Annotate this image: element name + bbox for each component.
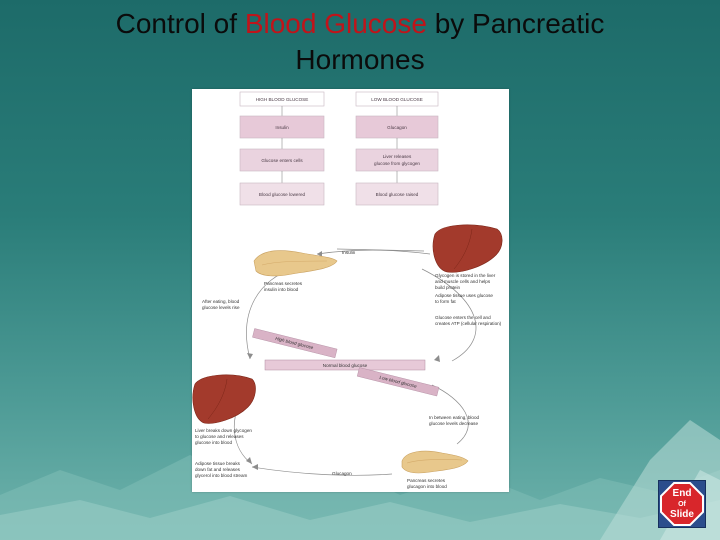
title-highlight: Blood Glucose xyxy=(244,8,427,39)
left-column-boxes: HIGH BLOOD GLUCOSE Insulin Glucose enter… xyxy=(239,91,325,206)
box-liver-releases-2: glucose from glycogen xyxy=(374,161,420,166)
pancreas-top-illustration xyxy=(253,250,338,277)
right-column-boxes: LOW BLOOD GLUCOSE Glucagon Liver release… xyxy=(355,91,439,206)
cycle-arrows xyxy=(234,248,477,476)
svg-text:Adipose tissue uses glucose: Adipose tissue uses glucose xyxy=(435,293,493,298)
pancreas-top-line2: insulin into blood xyxy=(264,287,299,292)
svg-text:Glycogen is stored in the live: Glycogen is stored in the liver xyxy=(435,273,496,278)
pancreas-bottom-line2: glucagon into blood xyxy=(407,484,447,489)
right-bottom-note-1: In between eating, blood xyxy=(429,415,480,420)
svg-text:Adipose tissue breaks: Adipose tissue breaks xyxy=(195,461,241,466)
svg-text:down fat and releases: down fat and releases xyxy=(195,467,241,472)
normal-band: Normal blood glucose xyxy=(264,359,426,371)
glucose-diagram: HIGH BLOOD GLUCOSE Insulin Glucose enter… xyxy=(192,89,509,492)
box-glucose-lowered: Blood glucose lowered xyxy=(259,192,306,197)
liver-top-notes: Glycogen is stored in the liver and musc… xyxy=(435,273,502,326)
box-glucose-enters: Glucose enters cells xyxy=(261,158,303,163)
svg-text:glucose into blood: glucose into blood xyxy=(195,440,232,445)
end-label: End xyxy=(673,488,692,499)
svg-text:glycerol into blood stream: glycerol into blood stream xyxy=(195,473,248,478)
end-of-slide-button[interactable]: End Of Slide xyxy=(658,480,706,528)
pancreas-bottom-line1: Pancreas secretes xyxy=(407,478,446,483)
left-top-note-2: glucose levels rise xyxy=(202,305,240,310)
stop-sign-icon: End Of Slide xyxy=(660,482,704,526)
arrow-heads xyxy=(246,251,440,470)
svg-text:Glucose enters the cell and: Glucose enters the cell and xyxy=(435,315,491,320)
svg-text:and muscle cells and helps: and muscle cells and helps xyxy=(435,279,491,284)
svg-text:creates ATP (cellular respirat: creates ATP (cellular respiration) xyxy=(435,321,502,326)
liver-top-illustration xyxy=(432,224,503,273)
liver-bottom-illustration xyxy=(192,374,256,424)
box-low-glucose: LOW BLOOD GLUCOSE xyxy=(371,97,423,102)
svg-text:build protein: build protein xyxy=(435,285,460,290)
high-band: High blood glucose xyxy=(252,328,338,359)
insulin-label: Insulin xyxy=(342,250,356,255)
title-part1: Control of xyxy=(115,8,245,39)
left-top-note-1: After eating, blood xyxy=(202,299,240,304)
low-band: Low blood glucose xyxy=(356,367,440,397)
svg-text:Normal blood glucose: Normal blood glucose xyxy=(323,363,368,368)
svg-text:to glucose and releases: to glucose and releases xyxy=(195,434,244,439)
title-part2: by Pancreatic xyxy=(426,8,605,39)
box-insulin: Insulin xyxy=(275,125,289,130)
box-glucagon: Glucagon xyxy=(387,125,407,130)
adipose-bottom-notes: Adipose tissue breaks down fat and relea… xyxy=(195,461,248,478)
of-label: Of xyxy=(678,501,686,508)
pancreas-bottom-illustration xyxy=(401,450,469,474)
glucagon-label: Glucagon xyxy=(332,471,352,476)
slide-title: Control of Blood Glucose by Pancreatic H… xyxy=(0,6,720,78)
liver-bottom-notes: Liver breaks down glycogen to glucose an… xyxy=(195,428,252,445)
right-bottom-note-2: glucose levels decrease xyxy=(429,421,478,426)
box-glucose-raised: Blood glucose raised xyxy=(376,192,419,197)
svg-text:to form fat: to form fat xyxy=(435,299,456,304)
box-high-glucose: HIGH BLOOD GLUCOSE xyxy=(256,97,309,102)
box-liver-releases: Liver releases xyxy=(383,154,412,159)
title-line2: Hormones xyxy=(295,44,425,75)
svg-text:Liver breaks down glycogen: Liver breaks down glycogen xyxy=(195,428,252,433)
slide-label: Slide xyxy=(670,509,694,520)
pancreas-top-line1: Pancreas secretes xyxy=(264,281,303,286)
